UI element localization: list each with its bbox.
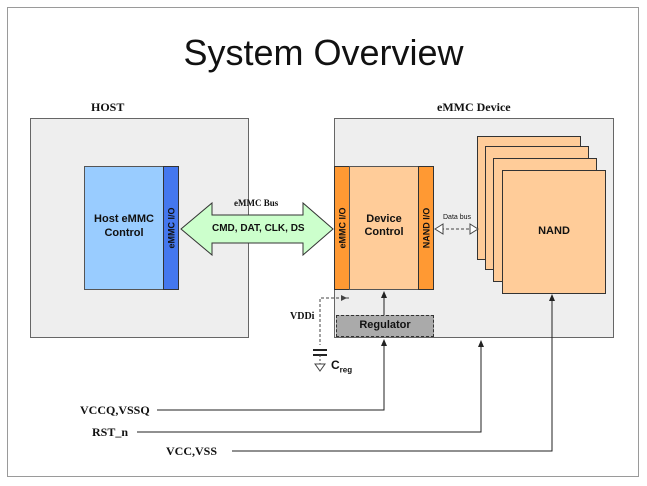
vddi-arrowhead	[341, 295, 347, 301]
rst-line	[137, 346, 482, 433]
emmc-bus-label: eMMC Bus	[234, 198, 279, 208]
host-io-strip	[163, 166, 179, 290]
emmc-bus-signals: CMD, DAT, CLK, DS	[212, 223, 305, 234]
vccq-vssq-label: VCCQ,VSSQ	[80, 403, 150, 417]
vccq-line	[157, 345, 385, 411]
vcc-line	[232, 300, 553, 452]
device-control-label: Device Control	[364, 213, 404, 238]
data-bus-label: Data bus	[443, 214, 472, 221]
slide-title: System Overview	[183, 32, 464, 73]
creg-label: Creg	[331, 358, 353, 375]
nand-chip-front	[502, 170, 606, 294]
rst-n-label: RST_n	[92, 425, 129, 439]
regulator-to-control-arrowhead	[381, 291, 387, 298]
host-label: HOST	[91, 100, 125, 114]
nand-label: NAND	[538, 225, 570, 237]
regulator-label: Regulator	[359, 319, 411, 331]
host-control-box	[84, 166, 164, 290]
vcc-vss-label: VCC,VSS	[166, 444, 218, 458]
device-label: eMMC Device	[437, 100, 511, 114]
vccq-arrowhead	[381, 339, 387, 346]
vddi-dashed-line	[319, 297, 349, 345]
vddi-label: VDDi	[290, 311, 315, 322]
data-bus-arrow-left	[434, 223, 444, 235]
emmc-bus-arrow	[180, 201, 334, 257]
data-bus-arrow-right	[469, 223, 479, 235]
vcc-arrowhead	[549, 294, 555, 301]
ground-icon	[314, 363, 326, 372]
device-io-right-strip	[418, 166, 434, 290]
host-control-label: Host eMMC Control	[94, 213, 154, 239]
regulator-box	[336, 315, 434, 337]
rst-arrowhead	[478, 340, 484, 347]
